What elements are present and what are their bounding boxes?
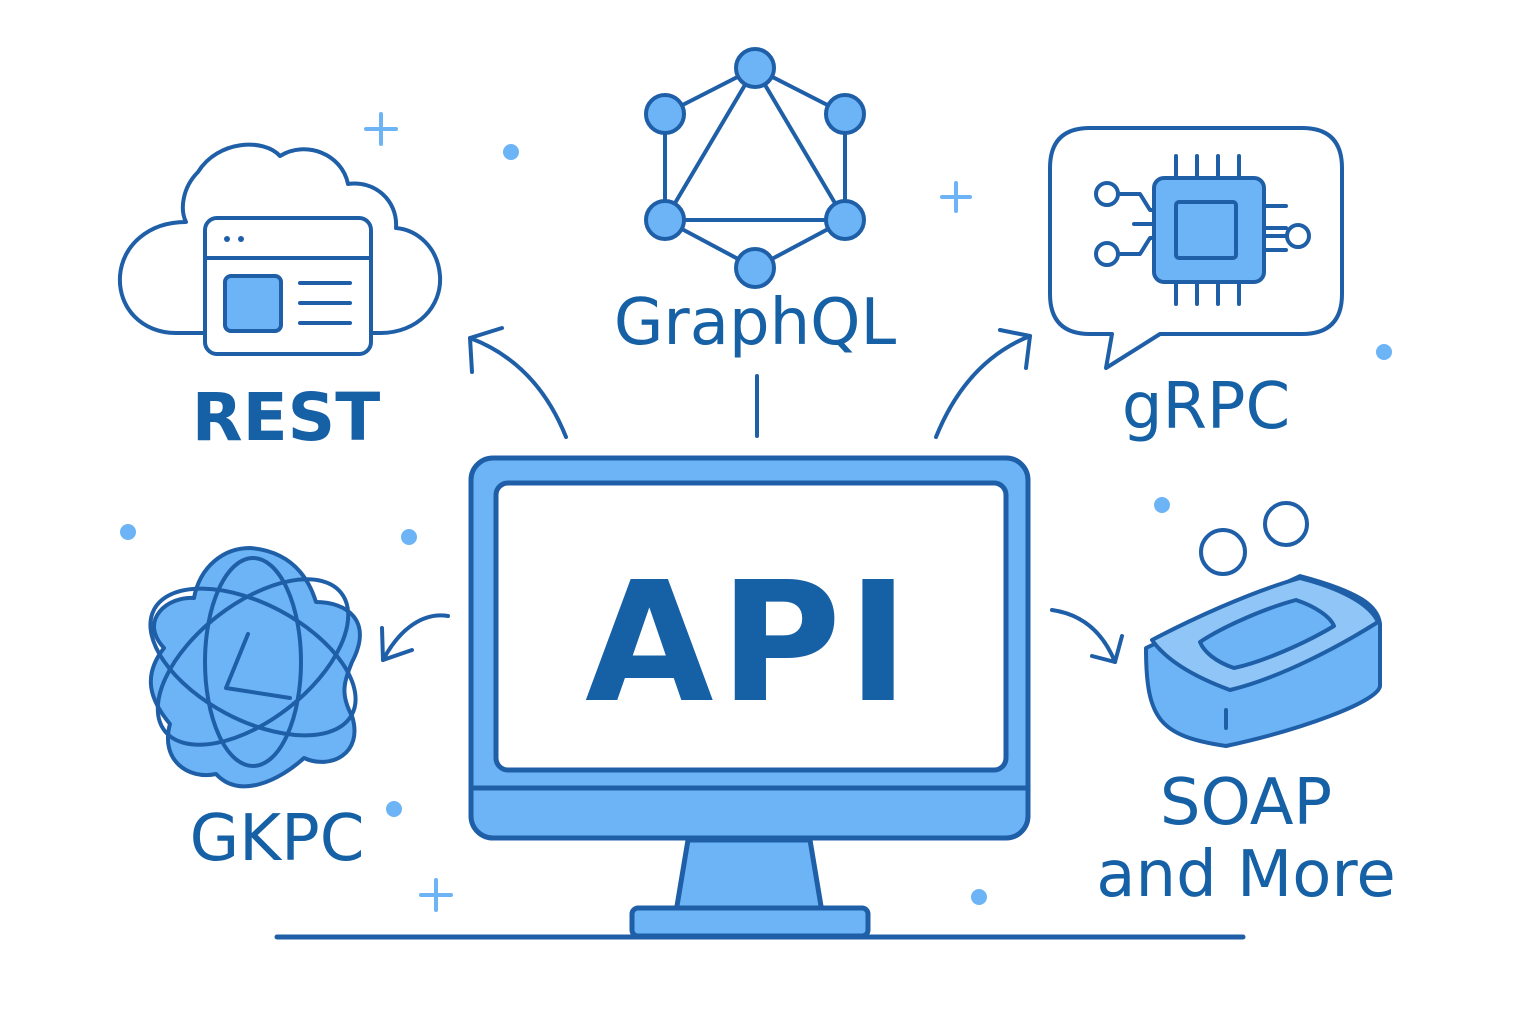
graphql-label: GraphQL <box>614 286 897 360</box>
monitor-icon <box>468 455 1031 939</box>
dot-sparkle <box>1154 497 1170 513</box>
monitor-screen <box>493 480 1009 773</box>
orbit-ring <box>203 556 303 768</box>
monitor-base <box>629 905 871 939</box>
connectors <box>380 326 1124 664</box>
dot-sparkle <box>503 144 519 160</box>
orbit-inner-mark <box>224 632 292 700</box>
orbit-ring <box>148 586 358 738</box>
arrow-to-soap <box>1050 608 1124 664</box>
atom-orbit-icon <box>148 546 362 789</box>
rest-label: REST <box>192 379 380 456</box>
soap-bubble <box>1199 528 1247 576</box>
grpc-top-label: gRPC <box>1122 370 1290 444</box>
soap-bubble <box>1263 501 1309 547</box>
decorations <box>120 112 1392 912</box>
plus-sparkle <box>940 181 972 213</box>
chip-core <box>1174 200 1238 260</box>
dot-sparkle <box>1376 344 1392 360</box>
graph-node <box>824 93 866 135</box>
dot-sparkle <box>120 524 136 540</box>
dot-sparkle <box>386 801 402 817</box>
graph-node <box>734 247 776 289</box>
dot-sparkle <box>401 529 417 545</box>
soap-bar-icon <box>1144 501 1382 748</box>
chip-speech-bubble-icon <box>1048 126 1344 370</box>
graphql-graph-icon <box>644 47 866 289</box>
soap-inset <box>1198 598 1336 670</box>
dot-sparkle <box>971 889 987 905</box>
arrow-to-grpc-left <box>380 613 450 662</box>
browser-image <box>223 274 283 333</box>
plus-sparkle <box>364 112 398 146</box>
soap-label-line2: and More <box>1096 838 1395 912</box>
arrow-to-grpc-top <box>934 328 1032 439</box>
graph-node <box>734 47 776 89</box>
graph-node <box>824 199 866 241</box>
graph-node <box>644 93 686 135</box>
soap-label-line1: SOAP <box>1160 766 1332 840</box>
cloud-browser-icon <box>117 142 443 356</box>
orbit-ring <box>155 577 351 747</box>
monitor-stand <box>673 837 825 915</box>
plus-sparkle <box>419 878 453 912</box>
graph-node <box>644 199 686 241</box>
api-label: API <box>585 547 915 740</box>
grpc-left-label: GKPC <box>190 802 365 876</box>
arrow-to-rest <box>468 326 568 439</box>
